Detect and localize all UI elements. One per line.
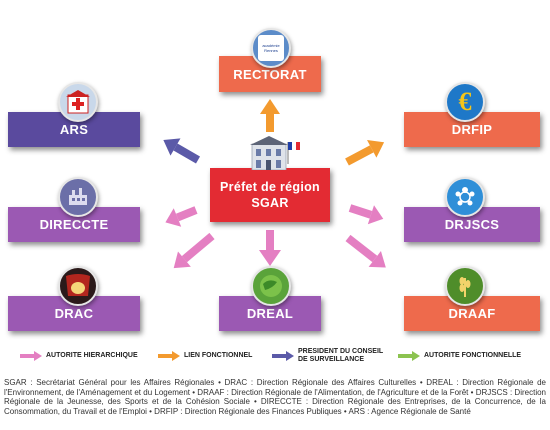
prefet-box: Préfet de région SGAR	[210, 168, 330, 222]
arrow-to-drfip	[345, 140, 385, 166]
hospital-cross-icon	[66, 90, 90, 114]
drjscs-label: DRJSCS	[444, 217, 500, 232]
arrow-to-draaf	[345, 234, 386, 268]
theatre-stage-icon	[66, 274, 90, 296]
blue-arrow-icon	[272, 351, 294, 361]
drac-label: DRAC	[54, 306, 94, 321]
arrow-to-drjscs	[348, 204, 384, 225]
factory-icon	[69, 188, 87, 205]
drfip-label: DRFIP	[451, 122, 493, 137]
arrow-to-drac	[173, 232, 215, 269]
direccte-logo-badge	[58, 177, 98, 217]
globe-leaf-icon	[260, 275, 282, 297]
arrow-to-ars	[163, 138, 200, 164]
legend-president: PRESIDENT DU CONSEIL DE SURVEILLANCE	[272, 348, 383, 363]
wheat-icon	[459, 277, 471, 297]
rectorat-logo-badge: académie Rennes	[251, 28, 291, 68]
arrow-to-direccte	[165, 206, 198, 227]
legend-lien: LIEN FONCTIONNEL	[158, 349, 252, 363]
legend-fonctionnelle: AUTORITE FONCTIONNELLE	[398, 349, 521, 363]
prefet-label: Préfet de région	[220, 180, 320, 194]
draaf-logo-badge	[445, 266, 485, 306]
legend-hierarchique: AUTORITE HIERARCHIQUE	[20, 349, 138, 363]
euro-icon: €	[458, 87, 472, 116]
drfip-logo-badge: €	[445, 82, 485, 122]
ars-logo-badge	[58, 82, 98, 122]
people-group-icon	[455, 187, 475, 206]
dreal-logo-badge	[251, 266, 291, 306]
orange-arrow-icon	[158, 351, 180, 361]
arrow-to-dreal	[259, 230, 281, 266]
rectorat-label: RECTORAT	[233, 66, 307, 82]
ars-label: ARS	[59, 122, 89, 137]
abbreviations-footnote: SGAR : Secrétariat Général pour les Affa…	[4, 378, 546, 416]
drjscs-logo-badge	[445, 177, 485, 217]
academie-logo-icon: académie Rennes	[258, 35, 284, 61]
draaf-label: DRAAF	[448, 306, 496, 321]
arrow-to-rectorat	[260, 99, 280, 132]
green-arrow-icon	[398, 351, 420, 361]
drac-logo-badge	[58, 266, 98, 306]
direccte-label: DIRECCTE	[39, 217, 109, 232]
sgar-label: SGAR	[251, 196, 289, 210]
dreal-label: DREAL	[246, 306, 294, 321]
pink-arrow-icon	[20, 351, 42, 361]
prefecture-building-icon	[250, 136, 300, 170]
